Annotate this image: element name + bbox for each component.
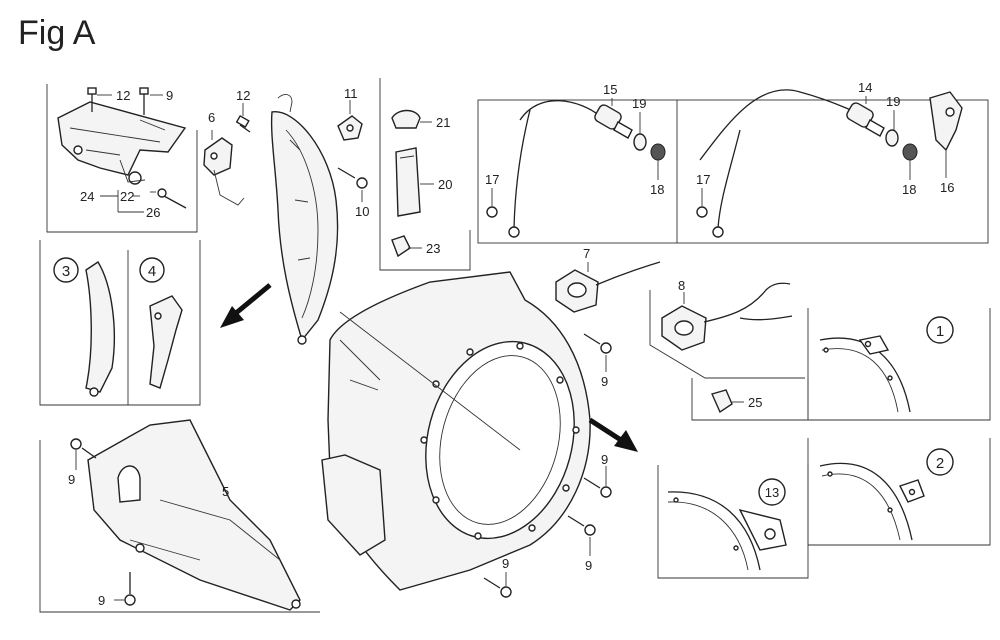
part-6-bracket bbox=[203, 130, 245, 206]
label-25: 25 bbox=[748, 395, 762, 410]
frame-2 bbox=[807, 438, 991, 546]
figure-title: Fig A bbox=[18, 14, 96, 52]
part-5-cover bbox=[87, 419, 301, 611]
bolt-26 bbox=[157, 188, 187, 209]
bolt-12-second bbox=[235, 103, 251, 133]
detail-2-view bbox=[819, 462, 925, 541]
frame-8 bbox=[649, 290, 805, 379]
label-15: 15 bbox=[603, 82, 617, 97]
label-6: 6 bbox=[208, 110, 215, 125]
label-11: 11 bbox=[344, 86, 358, 101]
part-number-labels: 12 9 6 12 11 21 20 23 10 24 22 26 15 19 … bbox=[68, 80, 954, 608]
part-25-clip bbox=[711, 389, 744, 414]
label-19-right: 19 bbox=[886, 94, 900, 109]
label-21: 21 bbox=[436, 115, 450, 130]
label-19-left: 19 bbox=[632, 96, 646, 111]
callout-4: 4 bbox=[139, 257, 165, 283]
part-3 bbox=[85, 261, 116, 397]
bracket-assembly bbox=[57, 87, 187, 213]
label-9-shroud-2: 9 bbox=[601, 452, 608, 467]
arrow-to-13 bbox=[588, 417, 638, 452]
bolt-9-cover-bottom bbox=[114, 572, 136, 606]
callout-2-text: 2 bbox=[936, 455, 944, 472]
part-7-switch bbox=[555, 261, 661, 313]
label-7: 7 bbox=[583, 246, 590, 261]
cable-right bbox=[696, 89, 963, 238]
label-12-second: 12 bbox=[236, 88, 250, 103]
detail-1-view bbox=[819, 335, 911, 413]
cable-left bbox=[486, 98, 666, 238]
callout-13: 13 bbox=[758, 478, 786, 506]
label-14: 14 bbox=[858, 80, 872, 95]
part-8-switch bbox=[661, 282, 793, 351]
main-fan-shroud bbox=[321, 271, 591, 591]
frame-1 bbox=[807, 308, 991, 421]
callout-1-text: 1 bbox=[936, 323, 944, 340]
frame-5 bbox=[39, 440, 320, 613]
label-5: 5 bbox=[222, 484, 229, 499]
label-8: 8 bbox=[678, 278, 685, 293]
shroud-bolt-holes bbox=[420, 342, 580, 540]
label-22: 22 bbox=[120, 189, 134, 204]
label-9-shroud-1: 9 bbox=[601, 374, 608, 389]
frame-13 bbox=[657, 465, 809, 579]
detail-13-view bbox=[667, 491, 787, 571]
bolt-10 bbox=[337, 167, 368, 202]
label-9-top: 9 bbox=[166, 88, 173, 103]
callout-2: 2 bbox=[926, 448, 954, 476]
label-18-right: 18 bbox=[902, 182, 916, 197]
part-21-clamp bbox=[391, 109, 432, 129]
curved-shroud bbox=[270, 94, 339, 345]
label-9-cover-top: 9 bbox=[68, 472, 75, 487]
panel-frames bbox=[39, 78, 991, 613]
part-11 bbox=[337, 100, 363, 141]
label-9-cover-bottom: 9 bbox=[98, 593, 105, 608]
frame-3-4 bbox=[39, 240, 201, 406]
part-20-block bbox=[395, 147, 434, 217]
label-12-top: 12 bbox=[116, 88, 130, 103]
bolt-9-top bbox=[139, 87, 149, 115]
bolt-9-shroud-1 bbox=[583, 333, 612, 372]
arrow-to-3-4 bbox=[220, 283, 272, 328]
callout-3-text: 3 bbox=[62, 263, 70, 280]
frame-21-20-23 bbox=[379, 78, 471, 271]
label-9-shroud-3: 9 bbox=[585, 558, 592, 573]
callout-3: 3 bbox=[53, 257, 79, 283]
bolt-9-shroud-2 bbox=[583, 466, 612, 498]
bolt-12-top bbox=[87, 87, 97, 112]
label-9-shroud-4: 9 bbox=[502, 556, 509, 571]
part-23-clip bbox=[391, 235, 422, 258]
frame-cables bbox=[477, 99, 989, 244]
bolt-9-cover-top bbox=[70, 438, 97, 470]
bolt-9-shroud-4 bbox=[483, 572, 512, 598]
label-24: 24 bbox=[80, 189, 94, 204]
label-18-left: 18 bbox=[650, 182, 664, 197]
part-4 bbox=[149, 295, 183, 389]
callout-1: 1 bbox=[926, 316, 954, 344]
callout-4-text: 4 bbox=[148, 263, 156, 280]
label-26: 26 bbox=[146, 205, 160, 220]
frame-top-left bbox=[46, 84, 198, 233]
label-10: 10 bbox=[355, 204, 369, 219]
label-17-right: 17 bbox=[696, 172, 710, 187]
label-20: 20 bbox=[438, 177, 452, 192]
label-16: 16 bbox=[940, 180, 954, 195]
shroud-bolts bbox=[483, 333, 612, 598]
callout-13-text: 13 bbox=[765, 485, 779, 500]
bolt-9-shroud-3 bbox=[567, 515, 596, 556]
label-23: 23 bbox=[426, 241, 440, 256]
label-17-left: 17 bbox=[485, 172, 499, 187]
